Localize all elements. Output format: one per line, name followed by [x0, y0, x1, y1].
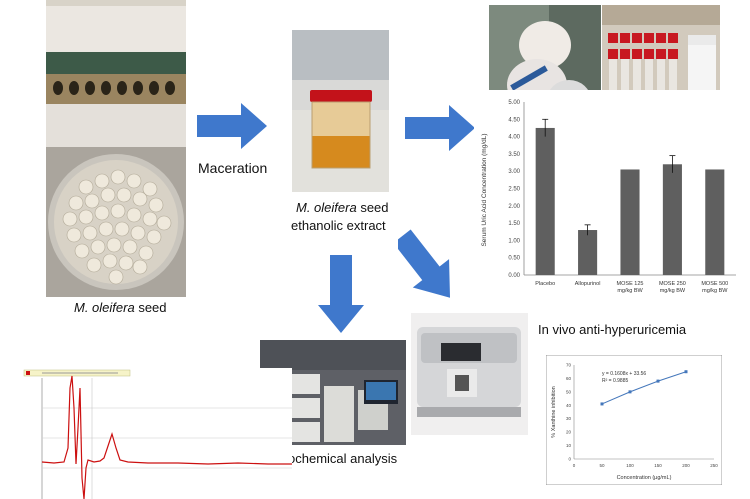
uv-y-tick-label: 30	[566, 416, 572, 421]
bar	[578, 230, 598, 275]
bar-y-tick-label: 5.00	[508, 100, 520, 106]
uv-x-tick-label: 150	[654, 463, 662, 468]
uv-y-tick-label: 40	[566, 403, 572, 408]
bar-y-tick-label: 4.00	[508, 135, 520, 141]
xanthine-inhibition-chart: 0 10 20 30 40 50 60 70 0 50 100 150 200 250 y = 0.16…	[546, 355, 722, 485]
bar-y-axis-label: Serum Uric Acid Concentration (mg/dL)	[481, 133, 488, 246]
uv-y-tick-label: 70	[566, 363, 572, 368]
uv-x-tick-label: 250	[710, 463, 718, 468]
in-vivo-label: In vivo anti-hyperuricemia	[538, 322, 687, 337]
extract-caption-line2: ethanolic extract	[291, 218, 386, 233]
bar-x-tick-label: MOSE 125	[617, 281, 644, 287]
seed-caption: M. oleifera seed	[74, 300, 167, 315]
uv-point	[600, 402, 604, 406]
bar	[705, 169, 725, 275]
uv-point	[684, 370, 688, 374]
uv-x-tick-label: 50	[599, 463, 605, 468]
uv-x-tick-label: 100	[626, 463, 634, 468]
uv-y-tick-label: 10	[566, 443, 572, 448]
uv-x-tick-label: 0	[573, 463, 576, 468]
uv-series-line	[601, 371, 687, 405]
bar-y-tick-label: 4.50	[508, 117, 520, 123]
bar-y-tick-label: 2.00	[508, 204, 520, 210]
bar-x-tick-label: mg/kg BW	[660, 288, 686, 294]
uric-acid-bar-chart: 0.00 0.50 1.00 1.50 2.00 2.50 3.00 3.50 4.00 4.50…	[474, 90, 744, 320]
bar-y-tick-label: 0.50	[508, 256, 520, 262]
uv-x-tick-label: 200	[682, 463, 690, 468]
bar-y-tick-label: 1.00	[508, 238, 520, 244]
extract-caption-line1: M. oleifera seed	[296, 200, 389, 215]
extract-jar-photo	[292, 30, 389, 192]
maceration-label: Maceration	[198, 160, 268, 176]
uv-x-axis-label: Concentration (µg/mL)	[617, 475, 672, 481]
chromatogram-plot	[8, 368, 292, 499]
uv-y-tick-label: 50	[566, 389, 572, 394]
bar-x-tick-label: mg/kg BW	[702, 288, 728, 294]
bar-x-tick-label: MOSE 500	[701, 281, 728, 287]
arrow-down-icon	[318, 255, 364, 333]
bar	[535, 127, 555, 275]
bar-y-tick-label: 2.50	[508, 187, 520, 193]
bar	[620, 169, 640, 275]
bar-y-tick-label: 0.00	[508, 273, 520, 279]
uv-point	[628, 390, 632, 394]
bar-x-tick-label: mg/kg BW	[617, 288, 643, 294]
bar-y-tick-label: 3.50	[508, 152, 520, 158]
arrow-right-icon	[405, 105, 475, 151]
bar-x-tick-label: MOSE 250	[659, 281, 686, 287]
bar-y-tick-label: 3.00	[508, 169, 520, 175]
uv-y-tick-label: 0	[568, 457, 571, 462]
arrow-right-icon	[197, 103, 267, 149]
uv-y-tick-label: 60	[566, 376, 572, 381]
phytochem-label: Phytochemical analysis	[262, 451, 398, 466]
seeds-dish-photo	[46, 147, 186, 297]
bar-x-tick-label: Allopurinol	[575, 281, 601, 287]
bar	[662, 164, 682, 275]
uv-r2: R² = 0.9885	[602, 378, 628, 384]
spectrophotometer-photo	[411, 313, 528, 435]
seed-pod-photo	[46, 0, 186, 147]
uv-equation: y = 0.1608x + 33.56	[602, 371, 646, 377]
bar-x-tick-label: Placebo	[535, 281, 555, 287]
uv-y-axis-label: % Xanthine inhibition	[551, 386, 557, 437]
uv-point	[656, 379, 660, 383]
bar-y-tick-label: 1.50	[508, 221, 520, 227]
uv-y-tick-label: 20	[566, 430, 572, 435]
arrow-diagonal-icon	[398, 229, 451, 298]
